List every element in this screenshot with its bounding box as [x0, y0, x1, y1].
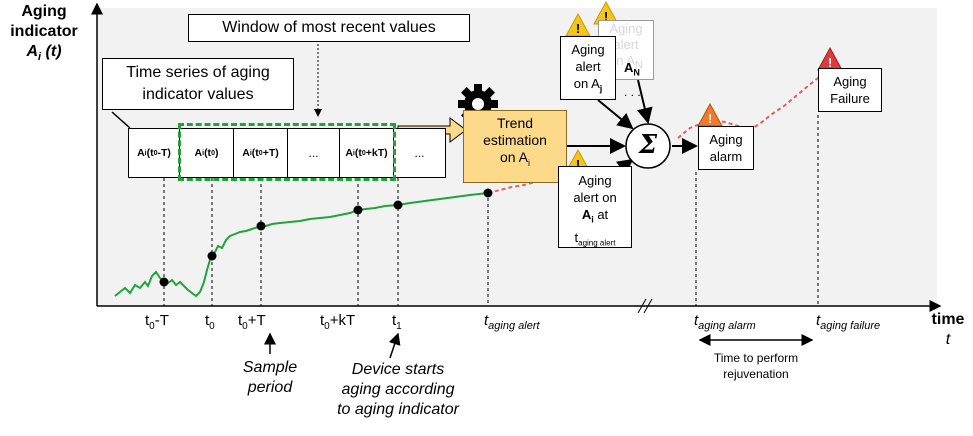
svg-text:!: ! — [708, 111, 712, 126]
dots: . . . — [624, 85, 641, 99]
timeseries-pointer — [111, 111, 131, 129]
alertn-to-sum-arrow — [636, 79, 653, 124]
series-cell: ... — [288, 128, 340, 178]
tick-t0-minus-T: t0-T — [145, 312, 169, 332]
device-starts-arrow — [388, 332, 401, 359]
svg-text:!: ! — [828, 55, 832, 70]
series-cell: ... — [394, 128, 446, 178]
axis-break-1 — [637, 298, 647, 314]
guide-lines — [163, 115, 819, 306]
warning-icon: ! — [565, 12, 591, 37]
x-axis-label: time t — [931, 311, 965, 348]
tick-t0: t0 — [205, 312, 215, 332]
alertj-to-sum-arrow — [597, 99, 634, 130]
window-callout: Window of most recent values — [188, 14, 470, 42]
axis-break-2 — [643, 298, 653, 314]
tick-t0-plus-T: t0+T — [238, 312, 266, 332]
warning-icon: ! — [697, 102, 723, 127]
sample-period-note: Sample period — [242, 359, 298, 396]
alert-box-i: Aging alert on Ai at taging alert — [558, 166, 632, 248]
tick-aging-failure: taging failure — [816, 312, 881, 332]
data-points — [159, 188, 493, 287]
device-starts-note: Device starts aging according to aging i… — [337, 361, 459, 418]
svg-text:!: ! — [576, 157, 580, 172]
time-series-callout: Time series of aging indicator values — [102, 58, 294, 110]
tick-t0-plus-kT: t0+kT — [320, 312, 356, 332]
rejuvenation-note: Time to perform rejuvenation — [713, 351, 799, 381]
aging-failure-box: Aging Failure — [818, 68, 882, 112]
svg-text:!: ! — [576, 21, 580, 36]
sigma-symbol: Σ — [638, 130, 658, 160]
tick-aging-alarm: taging alarm — [694, 312, 756, 332]
y-axis-label: Aging indicator Ai (t) — [10, 3, 78, 64]
alert-n-label: AN — [624, 60, 640, 78]
sum-node — [625, 123, 671, 169]
tick-aging-alert: taging alert — [484, 312, 540, 332]
svg-text:!: ! — [604, 9, 608, 24]
aging-alarm-box: Aging alarm — [698, 126, 754, 170]
alert-box-j: Aging alert on Aj — [560, 36, 616, 100]
tick-t1: t1 — [392, 312, 402, 332]
warning-icon: ! — [817, 46, 843, 71]
aging-indicator-curve — [114, 192, 489, 298]
window-outline — [178, 123, 396, 181]
trend-estimation-box: Trend estimation on Ai — [463, 110, 567, 183]
